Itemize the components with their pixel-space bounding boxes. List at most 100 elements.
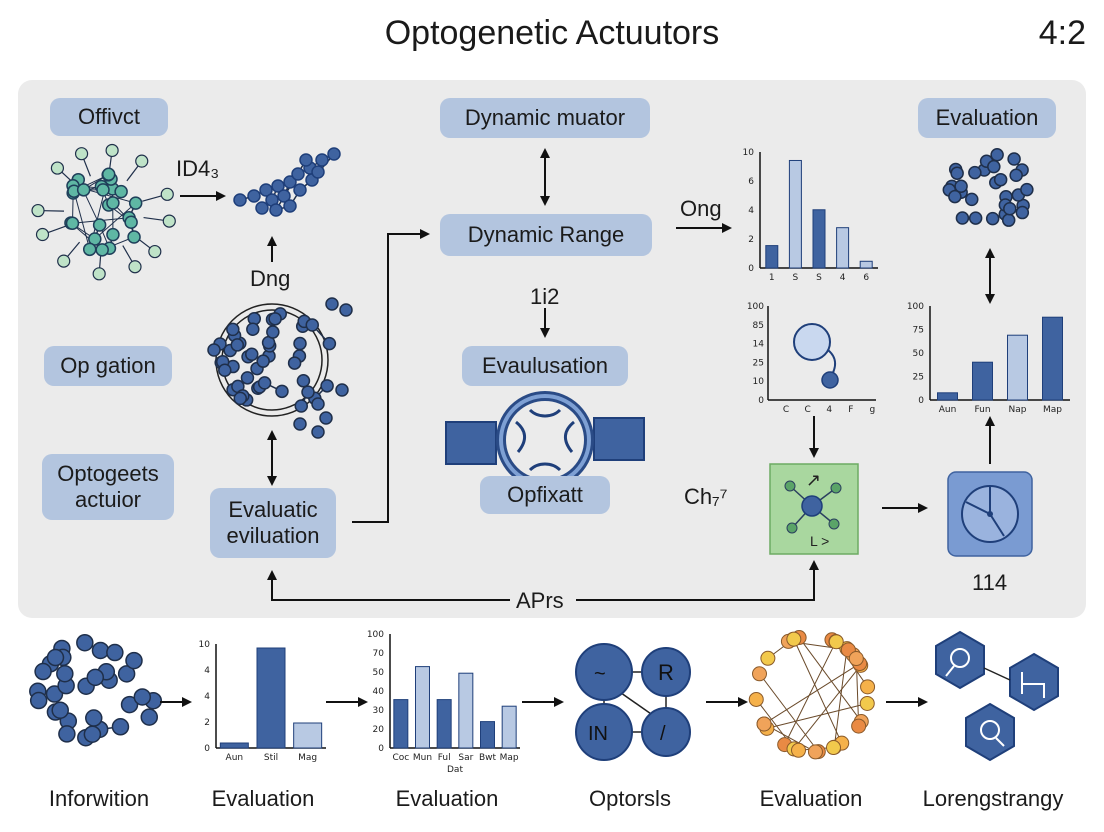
bottom-left-network-icon (29, 633, 163, 747)
y-tick-label: 0 (204, 744, 210, 754)
pill-evaluatic-eviluation: Evaluatic eviluation (210, 488, 336, 558)
pill-opfixatt: Opfixatt (480, 476, 610, 514)
x-tick-label: Fun (974, 405, 990, 415)
x-tick-label: C (804, 405, 810, 415)
hexagon-icons (935, 630, 1059, 762)
teal-molecule-icon (31, 143, 176, 281)
y-tick-label: 6 (748, 177, 754, 187)
x-tick-label: g (870, 405, 876, 415)
blue-chain-molecule-icon (233, 147, 341, 217)
lasso-glyph-icon (793, 323, 839, 389)
x-tick-label: S (816, 273, 822, 283)
x-tick-label: 1 (769, 273, 775, 283)
network-node-bottom-left (575, 703, 633, 761)
x-tick-label: Map (500, 753, 519, 763)
bar-mark (1042, 316, 1063, 401)
hexagon-search-icon-bottom (965, 702, 1015, 762)
pill-evaluasation: Evaulusation (462, 346, 628, 386)
network-node-label-in: IN (588, 723, 608, 745)
bar-mark (415, 666, 430, 749)
bar-mark (480, 721, 495, 749)
y-tick-label: 14 (753, 340, 765, 350)
y-tick-label: 85 (753, 321, 764, 331)
y-tick-label: 10 (743, 148, 755, 158)
x-tick-label: Sar (458, 753, 473, 763)
pill-dynamic-muator: Dynamic muator (440, 98, 650, 138)
bar-mark (393, 699, 409, 749)
label-id4: ID4₃ (176, 156, 220, 181)
x-axis-label: Dat (447, 765, 463, 775)
bottom-label-optorsls: Optorsls (589, 786, 671, 811)
y-tick-label: 100 (907, 302, 924, 312)
x-tick-label: Mun (413, 753, 432, 763)
x-tick-label: S (793, 273, 799, 283)
x-tick-label: Map (1043, 405, 1062, 415)
label-dng: Dng (250, 266, 291, 291)
y-tick-label: 100 (747, 302, 764, 312)
label-ch7: Ch₇⁷ (684, 484, 728, 509)
y-tick-label: 0 (918, 396, 924, 406)
bar-mark (219, 742, 249, 749)
y-tick-label: 0 (748, 264, 754, 274)
y-tick-label: 10 (199, 640, 211, 650)
bar-mark (1007, 334, 1028, 401)
y-tick-label: 2 (748, 235, 754, 245)
circled-molecule-icon (207, 297, 353, 439)
y-tick-label: 10 (753, 377, 765, 387)
x-tick-label: C (783, 405, 789, 415)
y-tick-label: 30 (373, 706, 385, 716)
x-tick-label: 4 (826, 405, 832, 415)
hexagon-bracket-icon (1009, 652, 1059, 712)
pill-optogeets-actuior: Optogeets actuior (42, 454, 174, 520)
cycle-exchange-icon (445, 391, 645, 489)
y-tick-label: 20 (373, 725, 385, 735)
bar-chart-top: 1 S S 4 6 10 6 4 2 0 (743, 148, 878, 283)
x-tick-label: Bwt (479, 753, 497, 763)
dial-icon (947, 471, 1033, 557)
x-tick-label: 6 (863, 273, 869, 283)
hexagon-search-icon (935, 630, 985, 690)
pill-evaluation-top-right: Evaluation (918, 98, 1056, 138)
x-tick-label: Coc (392, 753, 409, 763)
bar-mark (859, 260, 873, 269)
label-1i2: 1i2 (530, 284, 560, 309)
bar-mark (836, 227, 850, 269)
label-aprs: APrs (516, 588, 564, 613)
y-tick-label: 25 (753, 358, 764, 368)
network-node-bottom-right (641, 707, 691, 757)
x-tick-label: 4 (840, 273, 846, 283)
y-tick-label: 2 (204, 718, 210, 728)
pill-dynamic-range: Dynamic Range (440, 214, 652, 256)
green-network-icon: ↗ L > (769, 463, 859, 555)
y-tick-label: 4 (204, 692, 210, 702)
y-tick-label: 50 (373, 668, 385, 678)
network-node-label-r: R (658, 660, 674, 685)
bar-mark (937, 392, 958, 401)
y-tick-label: 25 (913, 373, 924, 383)
bottom-label-lorengstrangy: Lorengstrangy (922, 786, 1064, 811)
y-tick-label: 4 (204, 666, 210, 676)
y-tick-label: 40 (373, 687, 385, 697)
bar-mark (293, 722, 323, 749)
bottom-label-evaluation-2: Evaluation (395, 786, 499, 811)
bar-mark (501, 705, 517, 749)
bar-mark (812, 209, 826, 269)
bar-mark (972, 361, 993, 401)
network-node-symbol-top-left: ~ (594, 663, 606, 685)
y-tick-label: 50 (913, 349, 925, 359)
x-tick-label: F (848, 405, 853, 415)
bar-mark (436, 699, 452, 749)
orange-yellow-molecule-icon (748, 630, 876, 760)
y-tick-label: 0 (378, 744, 384, 754)
page-number: 4:2 (1038, 14, 1086, 52)
y-tick-label: 70 (373, 649, 385, 659)
top-right-molecule-icon (942, 148, 1034, 227)
y-tick-label: 4 (748, 206, 754, 216)
green-box-bracket-label: L > (810, 533, 829, 549)
x-tick-label: Ful (438, 753, 451, 763)
y-tick-label: 0 (758, 396, 764, 406)
